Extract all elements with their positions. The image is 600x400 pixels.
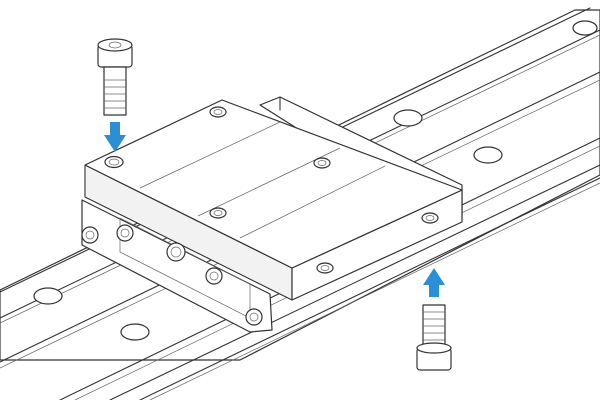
rail-hole (33, 287, 63, 305)
rail-hole (393, 109, 423, 127)
cap-screw-top-icon (97, 38, 133, 116)
arrow-up-icon (423, 268, 445, 297)
end-plate (81, 199, 273, 333)
rail-hole (572, 20, 598, 36)
rail-hole (473, 146, 503, 164)
carriage-block (81, 96, 463, 333)
arrow-down-icon (104, 122, 126, 152)
mounting-holes (104, 106, 439, 274)
cap-screw-bottom-icon (416, 304, 452, 371)
rail-hole (120, 323, 150, 341)
